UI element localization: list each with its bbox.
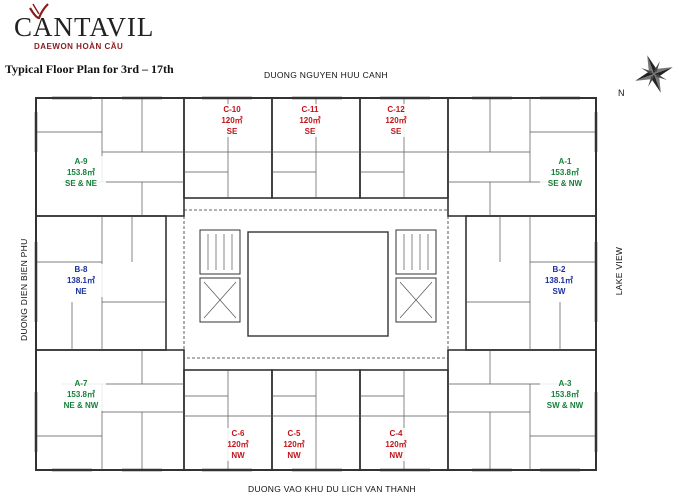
unit-orientation: SE & NW <box>547 179 583 188</box>
brand-subtitle: DAEWON HOÀN CẦU <box>34 42 124 51</box>
unit-orientation: NW <box>231 451 245 460</box>
unit-orientation: SE <box>304 127 316 136</box>
unit-area: 120㎡ <box>385 116 407 125</box>
unit-code: C-10 <box>223 105 241 114</box>
unit-area: 138.1㎡ <box>544 276 574 285</box>
unit-orientation: NE <box>75 287 87 296</box>
unit-a9[interactable]: A-9 153.8㎡ SE & NE <box>56 156 106 189</box>
unit-area: 120㎡ <box>299 116 321 125</box>
brand-swoosh-icon <box>29 3 49 20</box>
unit-c5[interactable]: C-5 120㎡ NW <box>276 428 312 461</box>
unit-code: B-8 <box>74 265 88 274</box>
unit-area: 138.1㎡ <box>66 276 96 285</box>
unit-a1[interactable]: A-1 153.8㎡ SE & NW <box>540 156 590 189</box>
unit-code: A-9 <box>74 157 88 166</box>
unit-orientation: SE <box>226 127 238 136</box>
unit-code: C-12 <box>387 105 405 114</box>
unit-b8[interactable]: B-8 138.1㎡ NE <box>58 264 104 297</box>
street-label-top: DUONG NGUYEN HUU CANH <box>264 70 388 80</box>
unit-orientation: SW <box>552 287 566 296</box>
unit-orientation: NW <box>389 451 403 460</box>
unit-c10[interactable]: C-10 120㎡ SE <box>214 104 250 137</box>
unit-orientation: SE & NE <box>64 179 97 188</box>
unit-area: 153.8㎡ <box>66 390 96 399</box>
floor-plan <box>34 96 598 472</box>
unit-c6[interactable]: C-6 120㎡ NW <box>220 428 256 461</box>
unit-area: 153.8㎡ <box>550 390 580 399</box>
unit-area: 120㎡ <box>221 116 243 125</box>
unit-code: B-2 <box>552 265 566 274</box>
unit-code: A-3 <box>558 379 572 388</box>
plan-title: Typical Floor Plan for 3rd – 17th <box>5 62 174 76</box>
unit-code: C-6 <box>231 429 245 438</box>
unit-area: 120㎡ <box>227 440 249 449</box>
unit-c11[interactable]: C-11 120㎡ SE <box>292 104 328 137</box>
unit-area: 153.8㎡ <box>550 168 580 177</box>
street-label-bottom: DUONG VAO KHU DU LICH VAN THANH <box>248 484 416 494</box>
compass-star-icon: N <box>618 55 673 98</box>
unit-orientation: SE <box>390 127 402 136</box>
street-label-left: DUONG DIEN BIEN PHU <box>19 238 29 341</box>
street-label-right: LAKE VIEW <box>614 246 624 296</box>
unit-c12[interactable]: C-12 120㎡ SE <box>378 104 414 137</box>
unit-orientation: NW <box>287 451 301 460</box>
unit-b2[interactable]: B-2 138.1㎡ SW <box>536 264 582 297</box>
unit-code: A-7 <box>74 379 88 388</box>
unit-code: C-11 <box>301 105 319 114</box>
unit-area: 153.8㎡ <box>66 168 96 177</box>
unit-a3[interactable]: A-3 153.8㎡ SW & NW <box>540 378 590 411</box>
unit-area: 120㎡ <box>385 440 407 449</box>
brand-name: CANTAVIL <box>14 12 155 42</box>
unit-orientation: SW & NW <box>546 401 584 410</box>
unit-code: C-5 <box>287 429 301 438</box>
unit-code: A-1 <box>558 157 572 166</box>
unit-orientation: NE & NW <box>63 401 99 410</box>
unit-a7[interactable]: A-7 153.8㎡ NE & NW <box>56 378 106 411</box>
unit-code: C-4 <box>389 429 403 438</box>
compass-north-label: N <box>618 88 625 98</box>
unit-c4[interactable]: C-4 120㎡ NW <box>378 428 414 461</box>
unit-area: 120㎡ <box>283 440 305 449</box>
